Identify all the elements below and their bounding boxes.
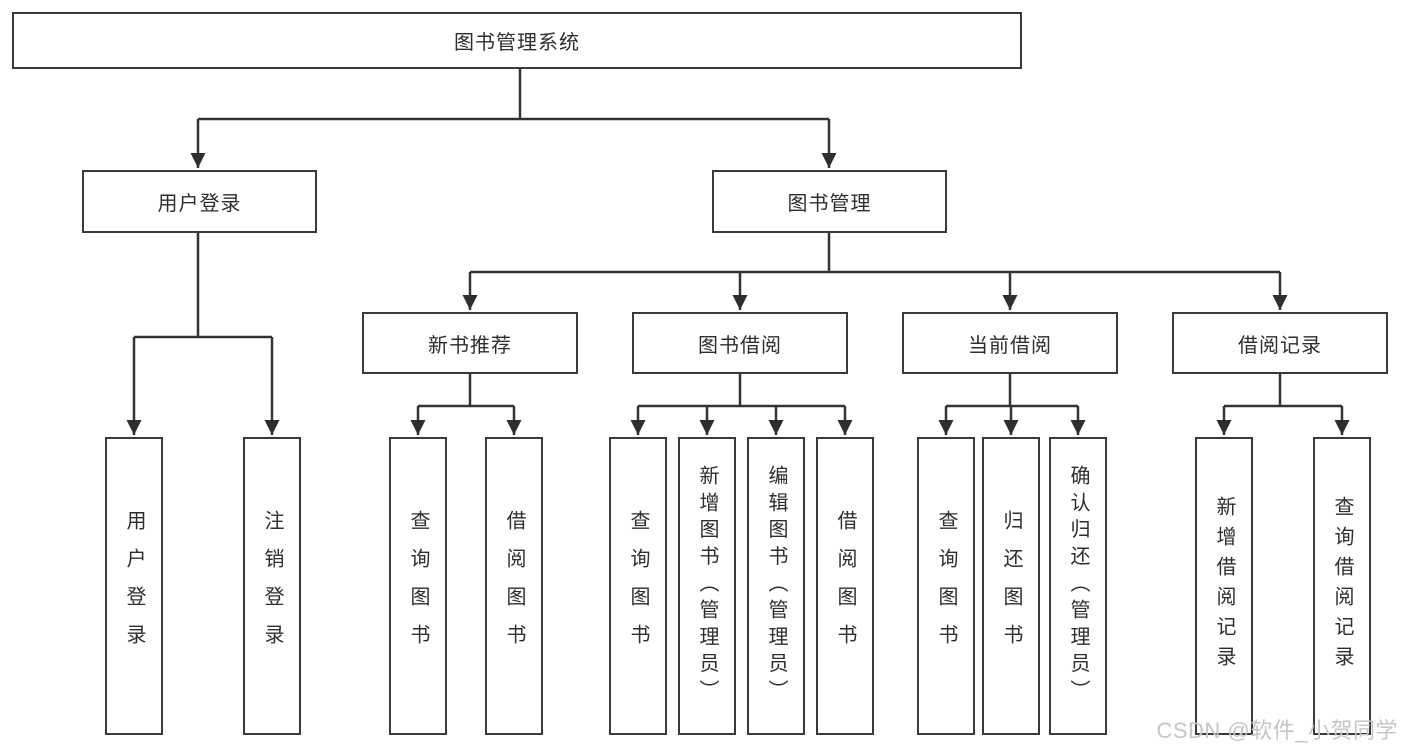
node-borrowing-records-label: 借阅记录 bbox=[1238, 334, 1322, 357]
leaf-nb-borrow-books-label: 借阅图书 bbox=[503, 510, 525, 662]
leaf-bb-edit-books-admin-label: 编辑图书（管理员） bbox=[765, 465, 787, 707]
node-book-borrowing-label: 图书借阅 bbox=[698, 334, 782, 357]
leaf-cb-return-books: 归还图书 bbox=[982, 437, 1040, 735]
leaf-nb-query-books-label: 查询图书 bbox=[407, 510, 429, 662]
leaf-user-login: 用户登录 bbox=[105, 437, 163, 735]
leaf-br-add-record: 新增借阅记录 bbox=[1195, 437, 1253, 735]
leaf-user-login-label: 用户登录 bbox=[123, 510, 145, 662]
csdn-watermark: CSDN @软件_小贺同学 bbox=[1156, 718, 1398, 743]
leaf-logout-login: 注销登录 bbox=[243, 437, 301, 735]
node-library-system: 图书管理系统 bbox=[12, 12, 1022, 69]
leaf-logout-login-label: 注销登录 bbox=[261, 510, 283, 662]
edge-skeleton bbox=[134, 69, 1342, 408]
leaf-br-add-record-label: 新增借阅记录 bbox=[1213, 496, 1235, 676]
leaf-bb-borrow-books-label: 借阅图书 bbox=[834, 510, 856, 662]
leaf-bb-add-books-admin: 新增图书（管理员） bbox=[678, 437, 736, 735]
node-library-system-label: 图书管理系统 bbox=[454, 32, 580, 54]
leaf-bb-edit-books-admin: 编辑图书（管理员） bbox=[747, 437, 805, 735]
leaf-bb-query-books-label: 查询图书 bbox=[627, 510, 649, 662]
leaf-cb-query-books: 查询图书 bbox=[917, 437, 975, 735]
node-new-book-recommend: 新书推荐 bbox=[362, 312, 578, 374]
leaf-cb-return-books-label: 归还图书 bbox=[1000, 510, 1022, 662]
node-borrowing-records: 借阅记录 bbox=[1172, 312, 1388, 374]
node-book-borrowing: 图书借阅 bbox=[632, 312, 848, 374]
leaf-cb-query-books-label: 查询图书 bbox=[935, 510, 957, 662]
node-user-login: 用户登录 bbox=[82, 170, 317, 233]
node-new-book-recommend-label: 新书推荐 bbox=[428, 334, 512, 357]
leaf-cb-confirm-return-admin-label: 确认归还（管理员） bbox=[1067, 465, 1089, 707]
leaf-cb-confirm-return-admin: 确认归还（管理员） bbox=[1049, 437, 1107, 735]
leaf-nb-borrow-books: 借阅图书 bbox=[485, 437, 543, 735]
leaf-br-query-record: 查询借阅记录 bbox=[1313, 437, 1371, 735]
leaf-bb-add-books-admin-label: 新增图书（管理员） bbox=[696, 465, 718, 707]
node-book-management-label: 图书管理 bbox=[787, 193, 872, 215]
leaf-nb-query-books: 查询图书 bbox=[389, 437, 447, 735]
leaf-br-query-record-label: 查询借阅记录 bbox=[1331, 496, 1353, 676]
node-current-borrowing-label: 当前借阅 bbox=[968, 334, 1052, 357]
node-current-borrowing: 当前借阅 bbox=[902, 312, 1118, 374]
leaf-bb-query-books: 查询图书 bbox=[609, 437, 667, 735]
node-book-management: 图书管理 bbox=[712, 170, 947, 233]
leaf-bb-borrow-books: 借阅图书 bbox=[816, 437, 874, 735]
node-user-login-label: 用户登录 bbox=[157, 193, 242, 215]
